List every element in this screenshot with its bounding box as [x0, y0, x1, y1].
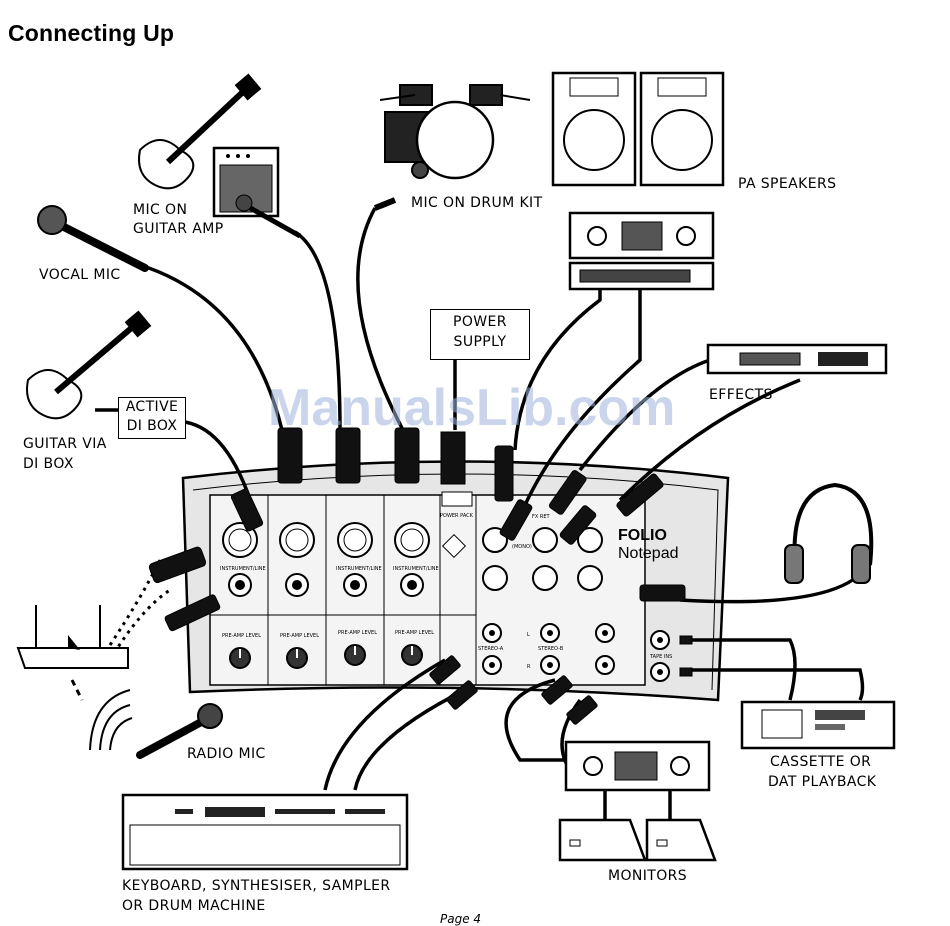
active-di-box: ACTIVE DI BOX: [118, 397, 186, 439]
monitor-wedge-left: [558, 818, 647, 862]
tape-ins-label: TAPE INS: [649, 654, 672, 660]
guitar-via-di: [26, 310, 152, 420]
watermark: ManualsLib.com: [268, 379, 676, 437]
label-guitar-via-di-2: DI BOX: [23, 456, 74, 472]
lr-right-label: R: [527, 664, 531, 670]
xlr-socket-ch2: [279, 522, 315, 558]
plugs: [148, 427, 693, 725]
pa-amplifier: [568, 211, 715, 260]
pre-amp-knob-2: [286, 647, 308, 669]
guitar-amp: [212, 146, 302, 239]
label-guitar-via-di-1: GUITAR VIA: [23, 436, 107, 452]
label-cassette-2: DAT PLAYBACK: [768, 774, 877, 790]
active-di-box-label-1: ACTIVE: [125, 399, 179, 415]
pre-amp-label-1: PRE-AMP LEVEL: [222, 633, 261, 639]
pre-amp-label-3: PRE-AMP LEVEL: [338, 630, 377, 636]
mixer-brand: FOLIO: [618, 527, 667, 544]
label-monitors: MONITORS: [608, 868, 688, 884]
instrument-label-4: INSTRUMENT/LINE: [393, 566, 439, 572]
label-radio-mic: RADIO MIC: [187, 746, 266, 762]
label-keyboard-2: OR DRUM MACHINE: [122, 898, 266, 914]
headphones: [784, 482, 874, 584]
radio-mic: [89, 689, 223, 759]
xlr-socket-ch3: [337, 522, 373, 558]
keyboard: [121, 793, 409, 871]
mixer-model: Notepad: [618, 545, 679, 562]
pre-amp-knob-4: [401, 644, 423, 666]
active-di-box-label-2: DI BOX: [126, 418, 178, 434]
lr-left-label: L: [527, 632, 530, 638]
cassette-deck: [740, 700, 896, 750]
pre-amp-knob-3: [344, 644, 366, 666]
power-pack-label: POWER PACK: [440, 513, 474, 519]
label-mic-on-guitar-amp-2: GUITAR AMP: [133, 221, 224, 237]
label-vocal-mic: VOCAL MIC: [39, 267, 121, 283]
graphic-equaliser: [568, 261, 715, 291]
instrument-label-3: INSTRUMENT/LINE: [336, 566, 382, 572]
radio-receiver: [16, 605, 129, 701]
stereo-a-label: STEREO-A: [478, 646, 504, 652]
guitar-on-amp: [138, 73, 262, 190]
pa-speaker-right: [639, 71, 725, 187]
label-keyboard-1: KEYBOARD, SYNTHESISER, SAMPLER: [122, 878, 391, 894]
label-cassette-1: CASSETTE OR: [770, 754, 872, 770]
effects-unit: [706, 343, 888, 375]
pa-speaker-left: [551, 71, 637, 187]
drum-kit: [373, 84, 531, 211]
power-supply-label-1: POWER: [453, 314, 507, 330]
pre-amp-label-2: PRE-AMP LEVEL: [280, 633, 319, 639]
instrument-label-1: INSTRUMENT/LINE: [220, 566, 266, 572]
fx-ret-label: FX RET: [532, 514, 551, 520]
label-effects: EFFECTS: [709, 387, 773, 403]
label-pa-speakers: PA SPEAKERS: [738, 176, 837, 192]
pre-amp-knob-1: [229, 647, 251, 669]
pre-amp-label-4: PRE-AMP LEVEL: [395, 630, 434, 636]
monitor-amplifier: [564, 740, 711, 792]
power-supply-box: POWER SUPPLY: [430, 309, 530, 360]
xlr-socket-ch4: [394, 522, 430, 558]
label-mic-on-guitar-amp-1: MIC ON: [133, 202, 188, 218]
page-number: Page 4: [440, 912, 482, 926]
mono-label: (MONO): [512, 544, 532, 550]
vocal-mic: [37, 205, 149, 272]
stereo-b-label: STEREO-B: [538, 646, 564, 652]
power-supply-label-2: SUPPLY: [453, 334, 507, 350]
page-title: Connecting Up: [8, 20, 175, 46]
label-mic-on-drum-kit: MIC ON DRUM KIT: [411, 195, 543, 211]
monitor-wedge-right: [645, 818, 717, 862]
